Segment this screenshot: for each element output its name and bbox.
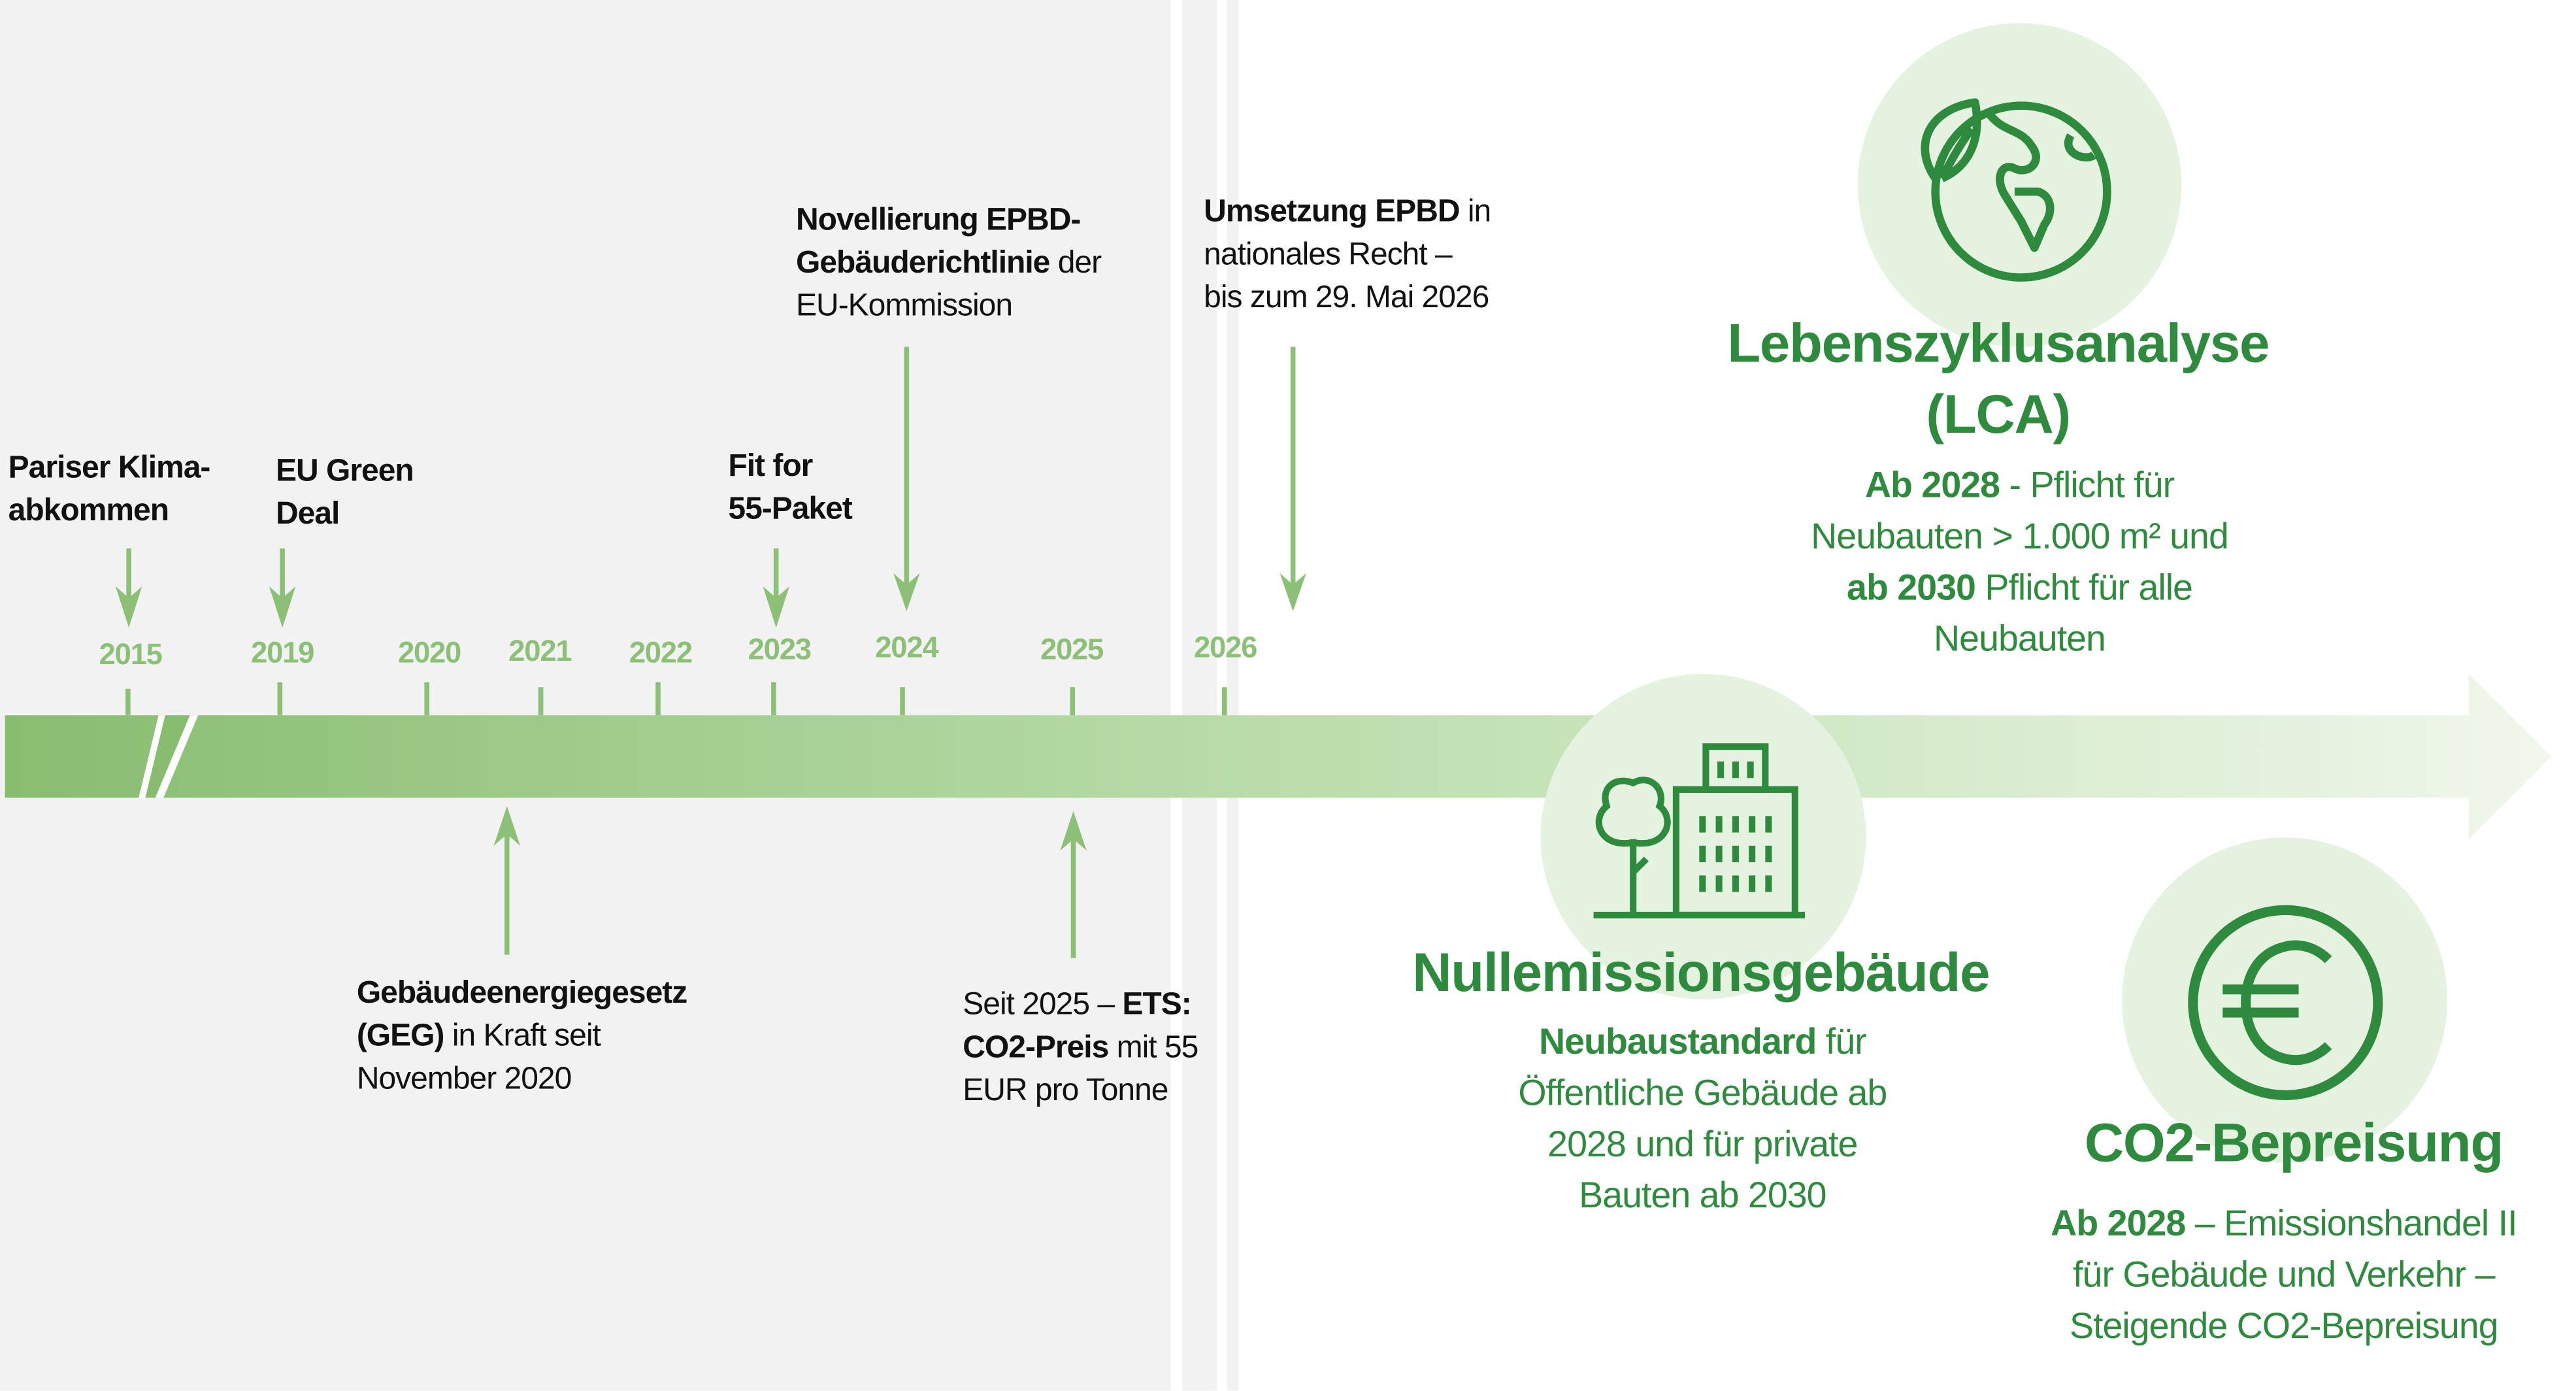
event-paris-agreement: Pariser Klima-abkommen	[8, 450, 211, 529]
tick-2022	[655, 682, 661, 716]
past-background	[0, 0, 1171, 1391]
year-label: 2023	[748, 632, 812, 666]
tick-2025	[1070, 687, 1076, 716]
year-label: 2025	[1040, 632, 1104, 666]
co2-circle	[2122, 837, 2448, 1164]
lca-circle	[1857, 23, 2182, 347]
divider-band	[1227, 0, 1239, 1391]
zero-emission-circle	[1540, 674, 1866, 999]
tick-2015	[125, 688, 131, 716]
year-label: 2022	[629, 635, 693, 669]
tick-2020	[424, 682, 430, 716]
co2-title: CO2-Bepreisung	[2084, 1111, 2504, 1173]
lca-title: Lebenszyklusanalyse(LCA)	[1727, 312, 2270, 444]
year-label: 2024	[875, 631, 938, 664]
building-tree-icon	[1593, 743, 1806, 919]
zero-emission-title: Nullemissionsgebäude	[1412, 941, 1990, 1003]
globe-leaf-icon	[1921, 98, 2111, 282]
tick-2021	[538, 687, 544, 716]
year-label: 2015	[99, 637, 163, 671]
year-label: 2026	[1193, 631, 1257, 664]
year-label: 2020	[397, 635, 461, 669]
timeline-arrow	[5, 674, 2552, 839]
tick-2026	[1221, 687, 1227, 716]
year-label: 2019	[251, 635, 314, 669]
year-label: 2021	[508, 634, 572, 667]
tick-2023	[771, 682, 776, 716]
euro-icon	[2188, 905, 2383, 1100]
tick-2019	[277, 682, 283, 716]
tick-2024	[900, 687, 905, 716]
divider-band	[1182, 0, 1217, 1391]
